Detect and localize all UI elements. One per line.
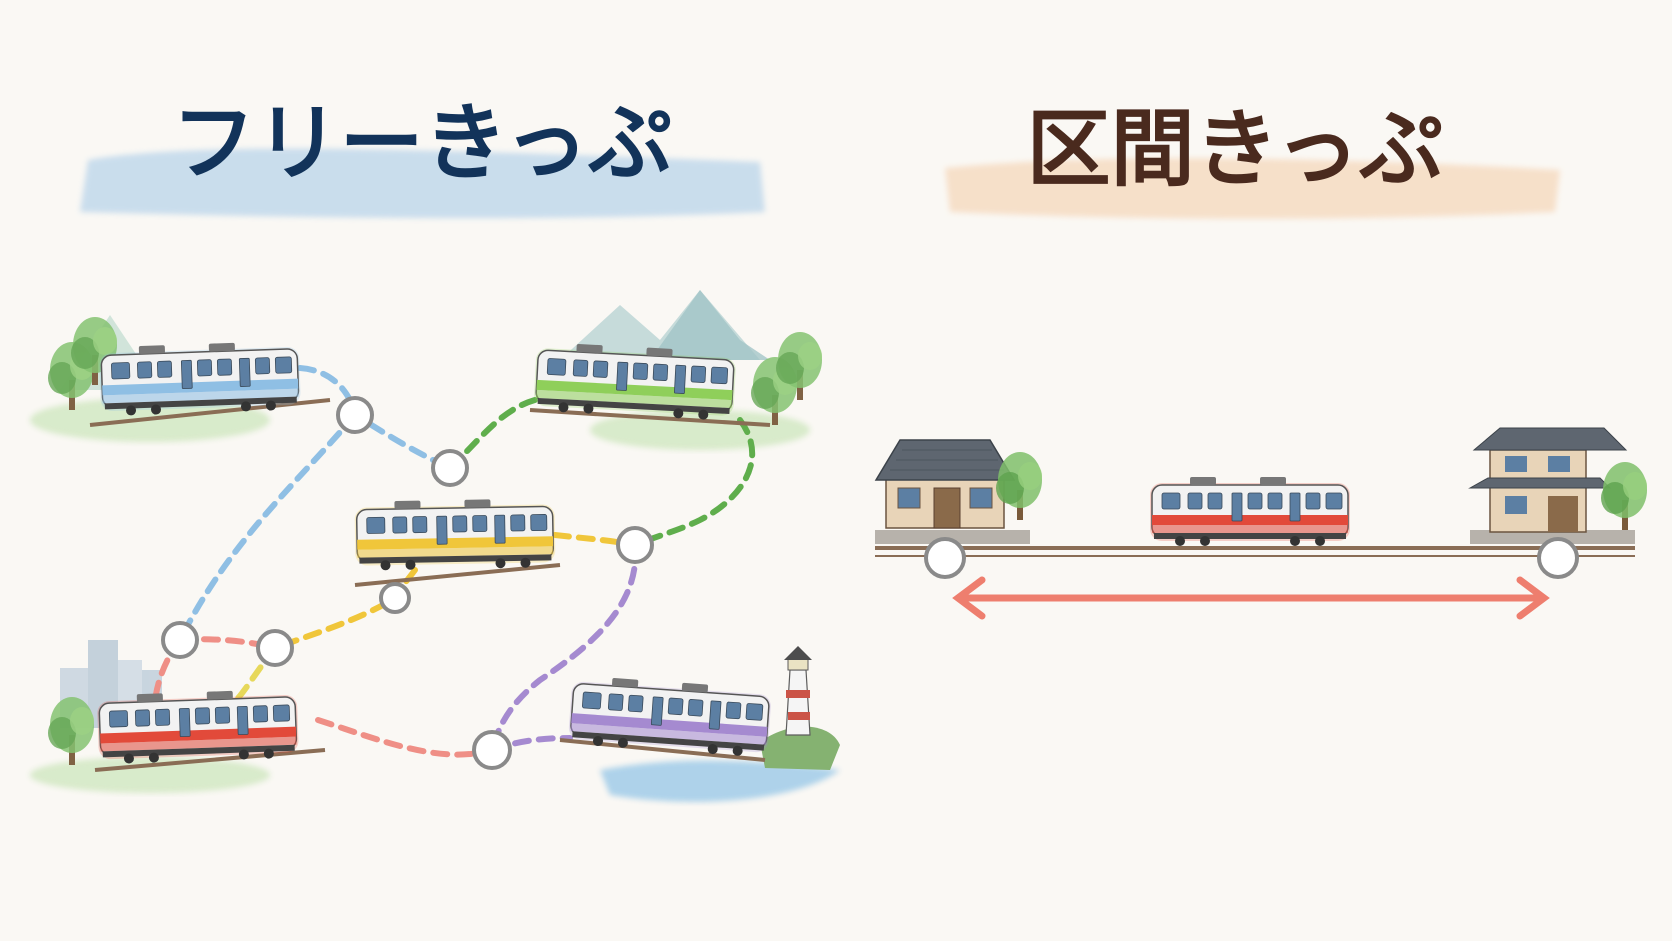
- track: [875, 546, 1635, 557]
- blue-train: [89, 339, 331, 427]
- green-train: [529, 341, 771, 427]
- station-marker-icon: [336, 396, 374, 434]
- left-platform: [875, 530, 1030, 544]
- red-route-line-3: [315, 717, 495, 758]
- purple-train: [559, 674, 773, 762]
- right-platform: [1470, 530, 1635, 544]
- station-marker-icon: [472, 730, 512, 770]
- blue-route-line-2: [177, 412, 358, 643]
- station-marker-icon: [616, 526, 654, 564]
- right-title: 区間きっぷ: [1027, 100, 1444, 198]
- left-title-group: フリーきっぷ: [80, 94, 765, 219]
- lighthouse-icon: [784, 646, 812, 736]
- tree-icon: [1601, 462, 1647, 530]
- left-title: フリーきっぷ: [172, 94, 673, 192]
- end-station-marker: [1537, 537, 1579, 579]
- right-title-wash: [945, 158, 1560, 219]
- station-marker-icon: [161, 621, 199, 659]
- yellow-train: [353, 497, 561, 587]
- start-station-marker: [924, 537, 966, 579]
- right-title-group: 区間きっぷ: [945, 100, 1560, 219]
- purple-train-icon: [566, 674, 773, 759]
- left-scenery: [30, 290, 840, 802]
- station-markers: [161, 396, 654, 770]
- station-marker-icon: [256, 629, 294, 667]
- yellow-train-icon: [353, 497, 557, 572]
- tree-icon: [48, 697, 94, 765]
- station-marker-icon: [431, 449, 469, 487]
- station-marker-icon: [379, 582, 411, 614]
- section-ticket-scene: [875, 427, 1647, 620]
- green-route-line-2: [632, 417, 756, 548]
- house-icon: [1468, 427, 1628, 533]
- left-title-wash: [80, 148, 765, 219]
- double-arrow-icon: [952, 576, 1550, 620]
- house-icon: [875, 439, 1015, 529]
- purple-route-line: [489, 542, 639, 753]
- red-train: [94, 687, 326, 772]
- red-train-icon: [1149, 476, 1351, 547]
